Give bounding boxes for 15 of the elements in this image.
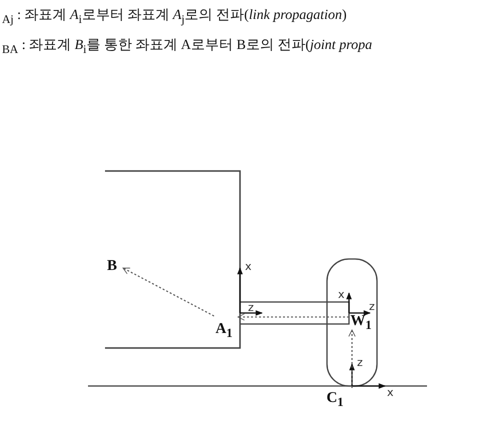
dotted-arrow [348, 330, 356, 388]
frame-label: A$_{1}$ [215, 321, 233, 341]
frame-label: B [106, 258, 117, 274]
axis-label: z [357, 356, 363, 369]
axis-label: z [248, 301, 254, 314]
axis-label: x [245, 260, 252, 273]
dotted-arrow [122, 268, 214, 316]
dotted-arrow [238, 313, 349, 321]
axis-label: x [338, 288, 345, 301]
axis-label: z [369, 300, 375, 313]
heading-text: $_{Aj}$ : 좌표계 A$_{i}$로부터 좌표계 A$_{j}$로의 전파(link propagation) [2, 7, 347, 26]
axis-label: x [387, 386, 394, 399]
frame-label: W$_{1}$ [350, 313, 372, 333]
frame-label: C$_{1}$ [326, 390, 344, 410]
heading-text: $_{BA}$ : 좌표계 B$_{i}$를 통한 좌표계 A로부터 B로의 전파(joint propa [2, 37, 372, 56]
